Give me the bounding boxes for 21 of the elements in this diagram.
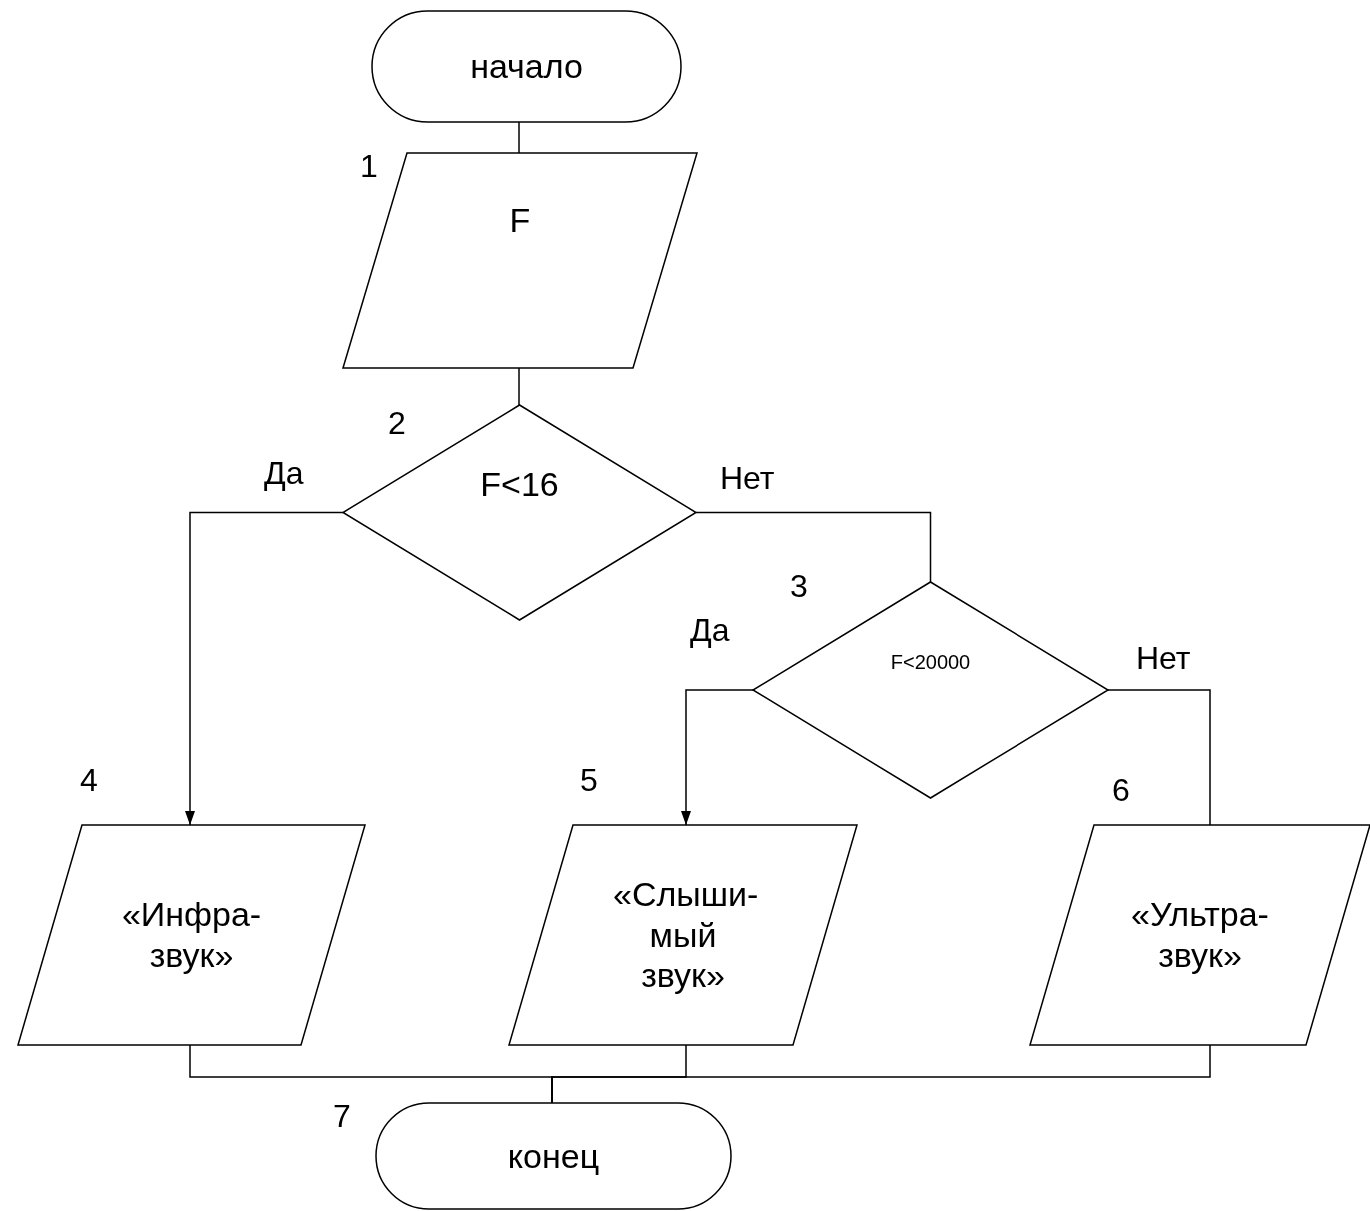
node-text: «Инфра-звук»: [120, 894, 263, 976]
step-number: 2: [388, 405, 406, 442]
connector-line: [695, 511, 932, 583]
step-number: 5: [580, 762, 598, 799]
connector-line: [1107, 689, 1211, 826]
step-number: 6: [1112, 772, 1130, 809]
node-text: «Ультра-звук»: [1130, 894, 1270, 976]
node-text: начало: [470, 46, 583, 87]
node-text: конец: [507, 1135, 600, 1177]
step-number: 4: [80, 762, 98, 799]
arrow: [681, 689, 754, 826]
step-number: 1: [360, 148, 378, 185]
node-text: F<16: [480, 464, 559, 505]
connector-line: [551, 1044, 1211, 1104]
connector-line: [518, 367, 520, 406]
connector-line: [518, 121, 520, 154]
node-text: F<20000: [890, 650, 971, 674]
step-number: 7: [333, 1098, 351, 1135]
arrow: [185, 511, 344, 826]
node-text: F: [509, 200, 531, 241]
step-number: 3: [790, 568, 808, 605]
